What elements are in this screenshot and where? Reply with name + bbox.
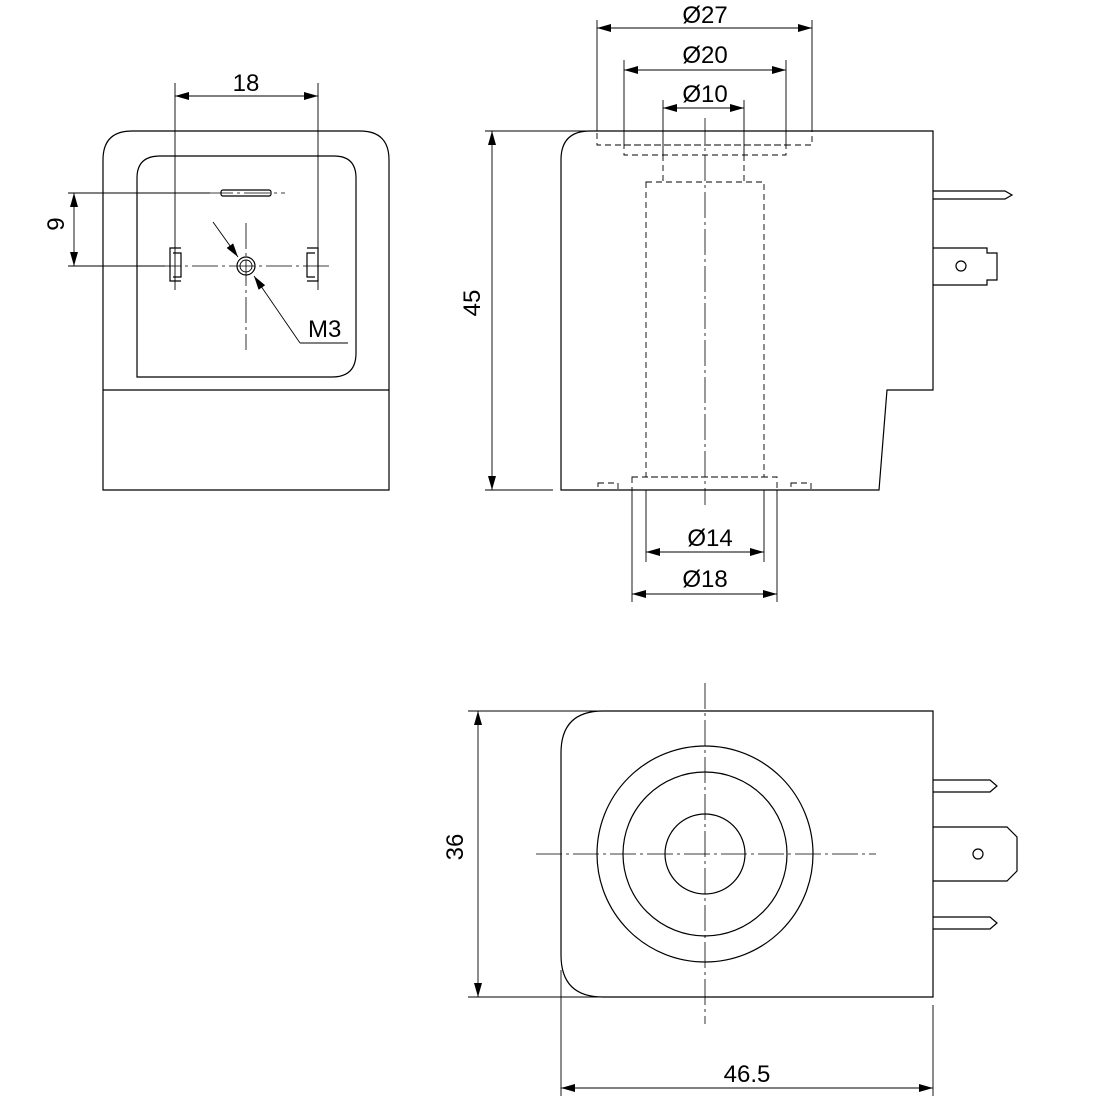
- coil-top-view: 36 46.5: [442, 683, 1018, 1096]
- pin-slot-left: [169, 247, 182, 282]
- m3-leader: [253, 275, 301, 344]
- connector-inner-frame: [136, 155, 357, 378]
- dim-m3: M3: [308, 316, 341, 343]
- bottom-notch-right: [790, 482, 812, 491]
- coil-side-view: Ø27 Ø20 Ø10 45 Ø14 Ø18: [459, 2, 1014, 602]
- dim-dia-18: Ø18: [682, 566, 727, 593]
- top-terminal-tab: [933, 826, 1018, 882]
- bottom-notch-left: [597, 482, 619, 491]
- top-terminal-pin-upper: [933, 779, 998, 793]
- terminal-hole: [955, 260, 967, 272]
- dim-46-5: 46.5: [724, 1061, 771, 1088]
- dim-18: 18: [233, 70, 260, 97]
- dim-36: 36: [442, 834, 469, 861]
- connector-outline: [102, 130, 390, 491]
- m3-leader-top: [212, 221, 239, 258]
- dim-dia-20: Ø20: [682, 42, 727, 69]
- dim-45: 45: [459, 290, 486, 317]
- connector-face-view: 18 9 M3: [43, 70, 390, 491]
- top-terminal-pin-lower: [933, 916, 998, 930]
- dim-dia-14: Ø14: [687, 525, 732, 552]
- top-terminal-hole: [972, 848, 984, 860]
- bottom-bore-hidden: [631, 476, 778, 491]
- coil-body-outline: [560, 130, 934, 491]
- dim-9: 9: [43, 217, 70, 230]
- pin-slot-right: [306, 247, 319, 282]
- top-flange-hidden: [596, 130, 813, 146]
- dim-dia-27: Ø27: [682, 2, 727, 29]
- terminal-pin-top: [933, 190, 1014, 200]
- terminal-tab: [933, 247, 998, 286]
- dim-dia-10: Ø10: [682, 81, 727, 108]
